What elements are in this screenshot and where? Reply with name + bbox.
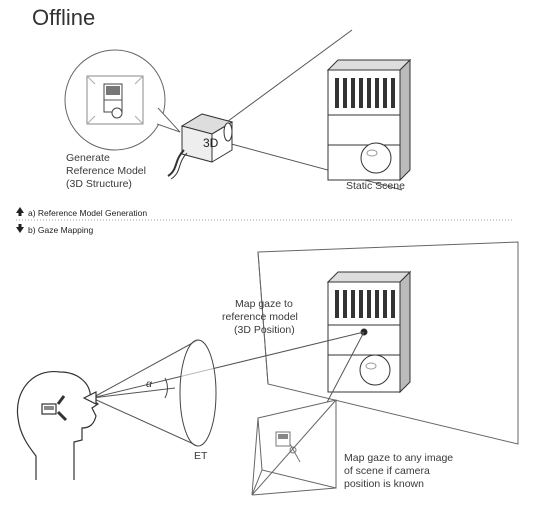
room-box [257,241,519,445]
map-image-label-line3: position is known [344,478,424,490]
section-b-label: b) Gaze Mapping [28,225,94,235]
section-a-label: a) Reference Model Generation [28,208,148,218]
gaze-scene-shelf [326,270,412,394]
generate-label-line2: Reference Model [66,165,146,177]
camera-view-lines [223,29,403,191]
map-gaze-label-line1: Map gaze to [235,298,293,310]
static-scene-shelf [326,58,412,182]
camera-3d-label: 3D [203,136,219,150]
map-image-label-line1: Map gaze to any image [344,452,454,464]
map-gaze-label-line3: (3D Position) [234,324,295,336]
static-scene-label: Static Scene [346,180,405,192]
arrow-up-icon [16,207,24,216]
et-label: ET [194,450,208,462]
eye-tracker-disk [164,339,217,447]
generate-label-line3: (3D Structure) [66,178,132,190]
depth-camera [167,113,234,180]
reference-model-bubble [64,49,181,151]
arrow-down-icon [16,224,24,233]
page-title: Offline [32,5,96,30]
map-image-label-line2: of scene if camera [344,465,430,477]
map-gaze-label-line2: reference model [222,311,298,323]
alpha-angle-label: α [146,378,152,390]
image-plane [251,399,337,496]
head-icon [16,371,100,480]
generate-label-line1: Generate [66,152,110,164]
